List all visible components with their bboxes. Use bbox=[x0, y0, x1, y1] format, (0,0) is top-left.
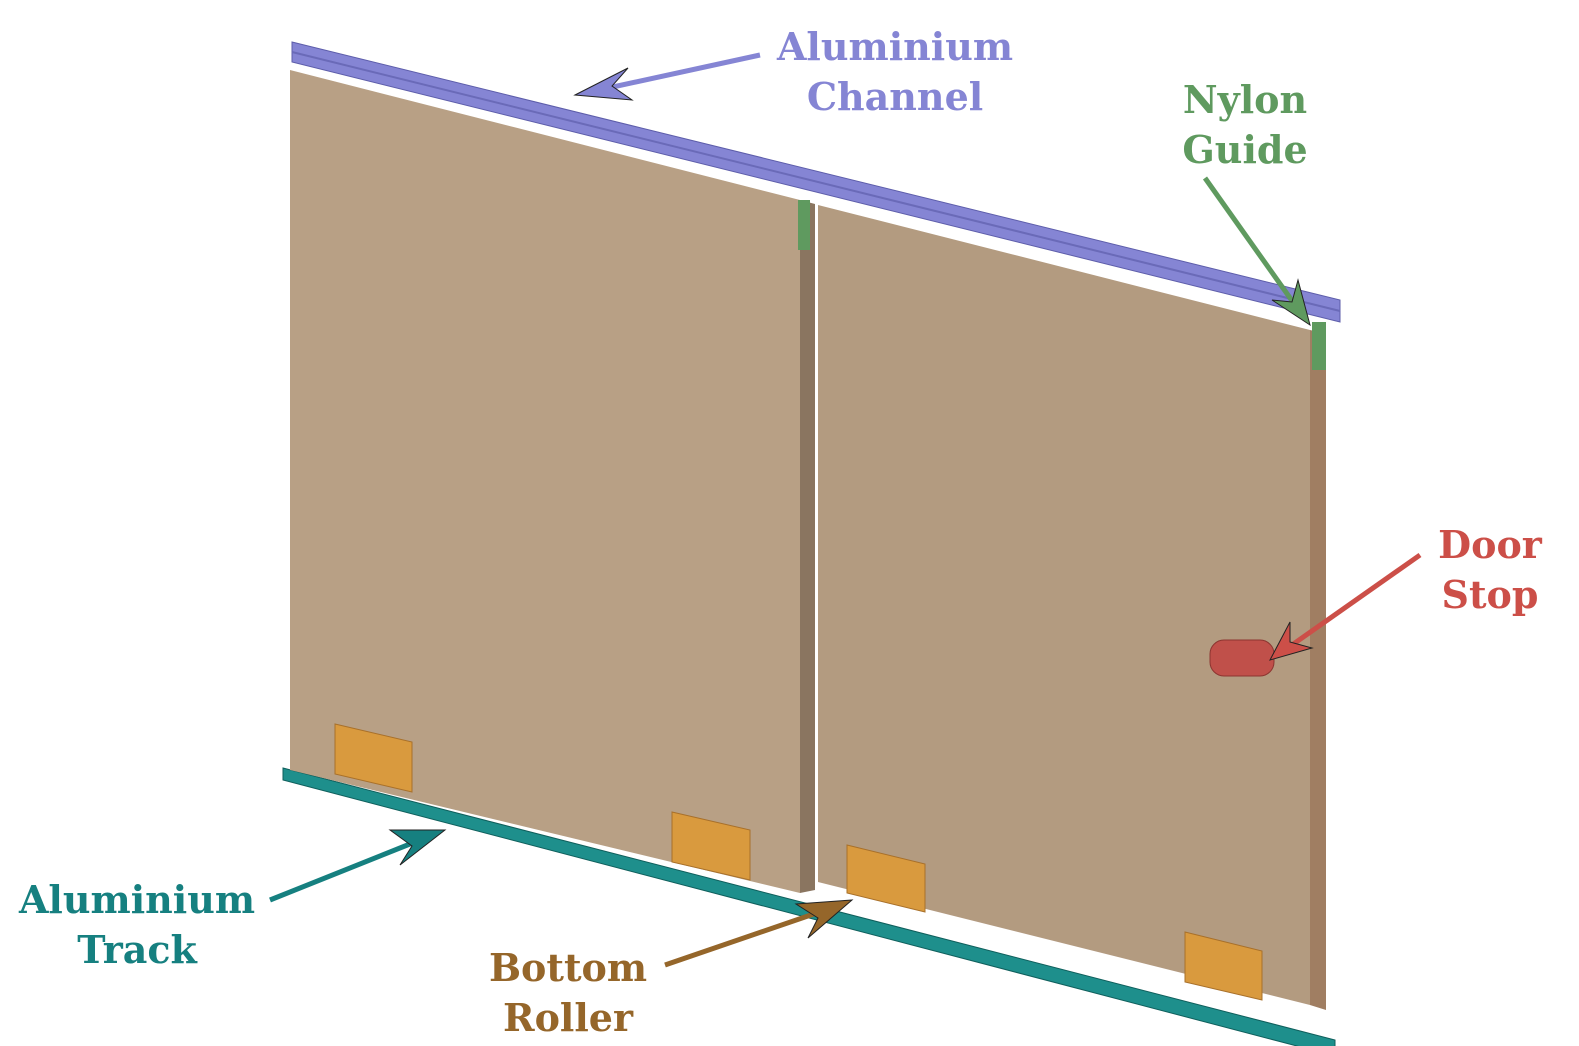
label-line: Roller bbox=[503, 995, 633, 1040]
label-line: Track bbox=[77, 927, 197, 972]
label-line: Bottom bbox=[488, 945, 648, 990]
label-line: Guide bbox=[1182, 127, 1308, 172]
arrow-head bbox=[1271, 278, 1311, 327]
label-aluminium-channel: Aluminium Channel bbox=[760, 22, 1030, 122]
right-door-edge bbox=[1310, 330, 1326, 1010]
roller-plate bbox=[334, 723, 413, 793]
door-stop bbox=[1209, 639, 1275, 677]
door-stop-arrow bbox=[1280, 552, 1422, 655]
left-door-edge bbox=[800, 200, 815, 893]
label-nylon-guide: Nylon Guide bbox=[1150, 75, 1340, 175]
label-line: Door bbox=[1438, 522, 1542, 567]
label-line: Nylon bbox=[1182, 77, 1308, 122]
nylon-guide-right bbox=[1312, 322, 1326, 370]
arrow-head bbox=[388, 829, 447, 866]
nylon-arrow bbox=[1202, 176, 1303, 314]
nylon-guide-left bbox=[798, 200, 810, 250]
roller-plate bbox=[671, 811, 751, 881]
arrow-head bbox=[794, 899, 854, 939]
roller-plate bbox=[846, 844, 926, 913]
label-line: Stop bbox=[1441, 572, 1539, 617]
left-door-panel bbox=[290, 70, 800, 893]
roller-plate bbox=[1184, 931, 1263, 1001]
arrow-head bbox=[573, 67, 634, 101]
bottom-rollers bbox=[334, 723, 1263, 1001]
label-bottom-roller: Bottom Roller bbox=[478, 943, 658, 1043]
label-aluminium-track: Aluminium Track bbox=[2, 875, 272, 975]
track-arrow bbox=[269, 831, 436, 903]
label-door-stop: Door Stop bbox=[1420, 520, 1560, 620]
arrow-head bbox=[1269, 621, 1314, 661]
label-line: Channel bbox=[806, 74, 984, 119]
channel-arrow bbox=[584, 52, 761, 96]
label-line: Aluminium bbox=[776, 24, 1014, 69]
roller-arrow bbox=[664, 902, 841, 968]
label-line: Aluminium bbox=[18, 877, 256, 922]
right-door-panel bbox=[818, 205, 1310, 1005]
